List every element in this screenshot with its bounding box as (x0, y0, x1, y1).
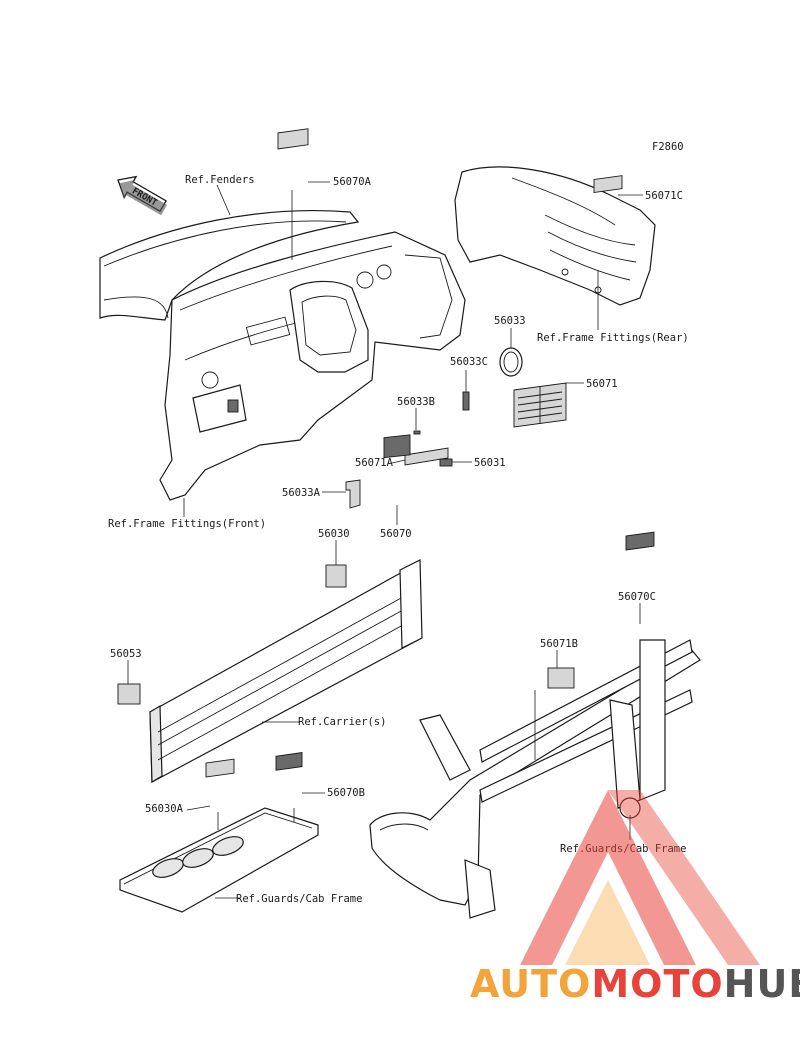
label-56070: 56070 (380, 528, 412, 540)
dashboard-panel (159, 231, 466, 501)
label-56070A: 56070A (333, 176, 372, 188)
watermark-text: AUTOMOTOHUB (470, 962, 800, 1006)
ref-frame-fittings-front: Ref.Frame Fittings(Front) (108, 518, 266, 530)
cab-frame (369, 531, 701, 919)
ref-fenders: Ref.Fenders (185, 174, 255, 186)
label-56071C: 56071C (645, 190, 683, 202)
strip-56033C (462, 391, 470, 411)
carrier-tailgate (117, 559, 423, 784)
decal-56071B (547, 667, 575, 689)
part-labels: 56070A 56071C 56033 56033C 56071 56033B … (110, 176, 683, 815)
ref-guards-cab-frame-bottom: Ref.Guards/Cab Frame (236, 893, 362, 905)
label-56053: 56053 (110, 648, 142, 660)
rear-frame-panel (454, 166, 656, 306)
decal-56070B (275, 752, 303, 771)
watermark-moto: MOTO (591, 962, 723, 1006)
automotohub-watermark: AUTOMOTOHUB (470, 790, 800, 1006)
leader-lines (127, 181, 643, 899)
fender-panel (99, 210, 360, 321)
watermark-auto: AUTO (470, 962, 591, 1006)
decal-56071A (404, 447, 449, 466)
label-56030A: 56030A (145, 803, 184, 815)
label-56030: 56030 (318, 528, 350, 540)
ref-carrier: Ref.Carrier(s) (298, 716, 387, 728)
decal-56033A (345, 479, 361, 509)
label-56031: 56031 (474, 457, 506, 469)
label-56070C: 56070C (618, 591, 656, 603)
diagram-code: F2860 (652, 141, 684, 153)
switch-icon (227, 399, 239, 413)
floor-plate (119, 752, 319, 913)
label-56033C: 56033C (450, 356, 488, 368)
decal-56071C (593, 175, 623, 194)
decal-56030 (325, 564, 347, 588)
decal-56070A (277, 128, 309, 150)
decal-56030A (205, 758, 235, 778)
decal-56031 (439, 458, 453, 467)
ref-frame-fittings-rear: Ref.Frame Fittings(Rear) (537, 332, 689, 344)
label-56071: 56071 (586, 378, 618, 390)
strip-56033B (413, 430, 421, 435)
label-56071B: 56071B (540, 638, 578, 650)
label-56071A: 56071A (355, 457, 394, 469)
decal-56070 (383, 434, 411, 491)
label-56070B: 56070B (327, 787, 365, 799)
label-56033: 56033 (494, 315, 526, 327)
decal-56053 (117, 683, 141, 705)
decal-56071 (513, 382, 567, 428)
watermark-hub: HUB (724, 962, 800, 1006)
decal-56070C (625, 531, 655, 551)
watermark-triangle-logo (520, 790, 760, 965)
front-arrow-icon: FRONT (117, 175, 168, 216)
label-56033B: 56033B (397, 396, 435, 408)
label-56033A: 56033A (282, 487, 321, 499)
